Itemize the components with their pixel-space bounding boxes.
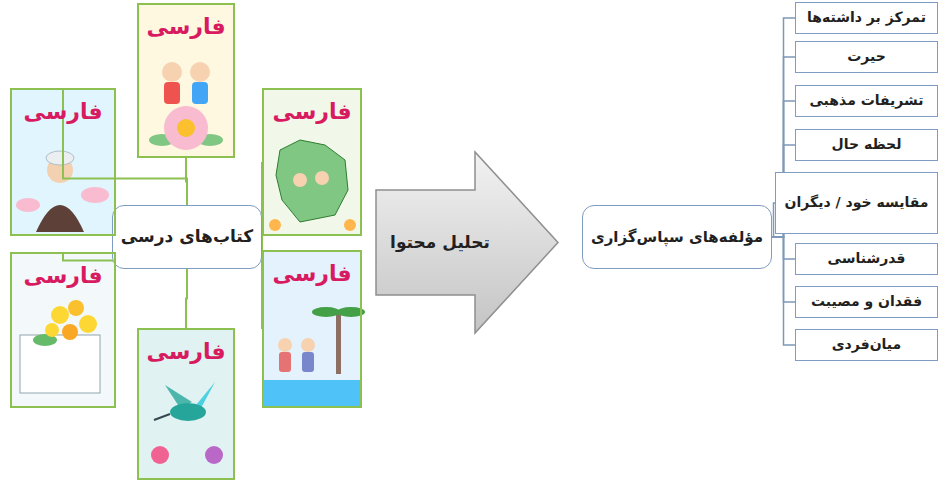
- component-box: تمرکز بر داشته‌ها: [795, 2, 938, 34]
- child-head: [190, 62, 210, 82]
- arrow-text-area: تحلیل محتوا: [381, 190, 499, 295]
- book-cover: فارسی: [262, 88, 362, 236]
- palm-leaf: [312, 307, 340, 317]
- flower: [68, 300, 84, 316]
- cover-title: فارسی: [23, 262, 102, 290]
- flower: [62, 324, 78, 340]
- node-label: کتاب‌های درسی: [121, 226, 253, 247]
- cover-title: فارسی: [272, 98, 351, 126]
- child-head: [293, 173, 307, 187]
- flower: [344, 219, 356, 231]
- water: [264, 380, 360, 406]
- node-label: لحظه حال: [832, 136, 902, 154]
- cover-title: فارسی: [272, 260, 351, 288]
- component-box: مقایسه خود / دیگران: [775, 172, 938, 234]
- node-label: مقایسه خود / دیگران: [785, 194, 929, 212]
- node-label: حیرت: [847, 48, 886, 66]
- cover-title: فارسی: [146, 13, 225, 41]
- child-body: [192, 82, 208, 104]
- flower: [151, 446, 169, 464]
- palm-trunk: [336, 312, 341, 374]
- component-box: لحظه حال: [795, 129, 938, 161]
- node-label: قدرشناسی: [828, 250, 906, 268]
- child-body: [164, 82, 180, 104]
- cover-art-6: [139, 330, 233, 478]
- cover-ground: [12, 254, 114, 406]
- book-cover: فارسی: [137, 3, 235, 158]
- process-arrow: تحلیل محتوا: [375, 150, 560, 335]
- flower: [164, 106, 208, 150]
- component-box: حیرت: [795, 41, 938, 73]
- cover-art-3: [264, 90, 360, 234]
- node-label: تشریفات مذهبی: [809, 92, 923, 110]
- person-head: [301, 338, 315, 352]
- cover-art-1: [139, 5, 233, 156]
- flower: [79, 315, 97, 333]
- hub-box: مؤلفه‌های سپاس‌گزاری: [582, 205, 772, 269]
- cover-title: فارسی: [146, 338, 225, 366]
- book-cover: فارسی: [262, 250, 362, 408]
- cover-ground: [139, 5, 233, 156]
- flower-center: [177, 119, 195, 137]
- hummingbird: [170, 403, 206, 421]
- component-box: قدرشناسی: [795, 243, 938, 275]
- cover-ground: [264, 252, 360, 406]
- connector-line: [772, 237, 795, 345]
- turban: [46, 151, 74, 165]
- flower: [269, 219, 281, 231]
- flower: [45, 323, 59, 337]
- component-box: تشریفات مذهبی: [795, 85, 938, 117]
- person-head: [278, 338, 292, 352]
- node-label: تمرکز بر داشته‌ها: [807, 9, 926, 27]
- cover-ground: [139, 330, 233, 478]
- flower: [205, 446, 223, 464]
- child-head: [162, 62, 182, 82]
- source-box: کتاب‌های درسی: [112, 205, 262, 269]
- map: [276, 140, 348, 222]
- cover-art-4: [12, 254, 114, 406]
- child-head: [315, 171, 329, 185]
- bird-beak: [154, 414, 170, 420]
- node-label: میان‌فردی: [832, 336, 901, 354]
- cover-title: فارسی: [23, 98, 102, 126]
- book: [20, 335, 100, 393]
- connector-line: [186, 269, 187, 328]
- cloud: [81, 187, 109, 203]
- component-box: میان‌فردی: [795, 329, 938, 361]
- node-label: فقدان و مصیبت: [811, 293, 922, 311]
- flower: [51, 306, 69, 324]
- cover-art-5: [264, 252, 365, 406]
- figure-body: [36, 205, 84, 232]
- book-cover: فارسی: [10, 252, 116, 408]
- cloud: [16, 198, 40, 212]
- arrow-outline: [376, 152, 558, 333]
- book-cover: فارسی: [137, 328, 235, 480]
- cover-ground: [264, 90, 360, 234]
- node-label: مؤلفه‌های سپاس‌گزاری: [591, 228, 763, 247]
- book-cover: فارسی: [10, 88, 116, 236]
- node-label: تحلیل محتوا: [390, 232, 490, 253]
- person-body: [302, 352, 314, 372]
- component-box: فقدان و مصیبت: [795, 286, 938, 318]
- person-body: [279, 352, 291, 372]
